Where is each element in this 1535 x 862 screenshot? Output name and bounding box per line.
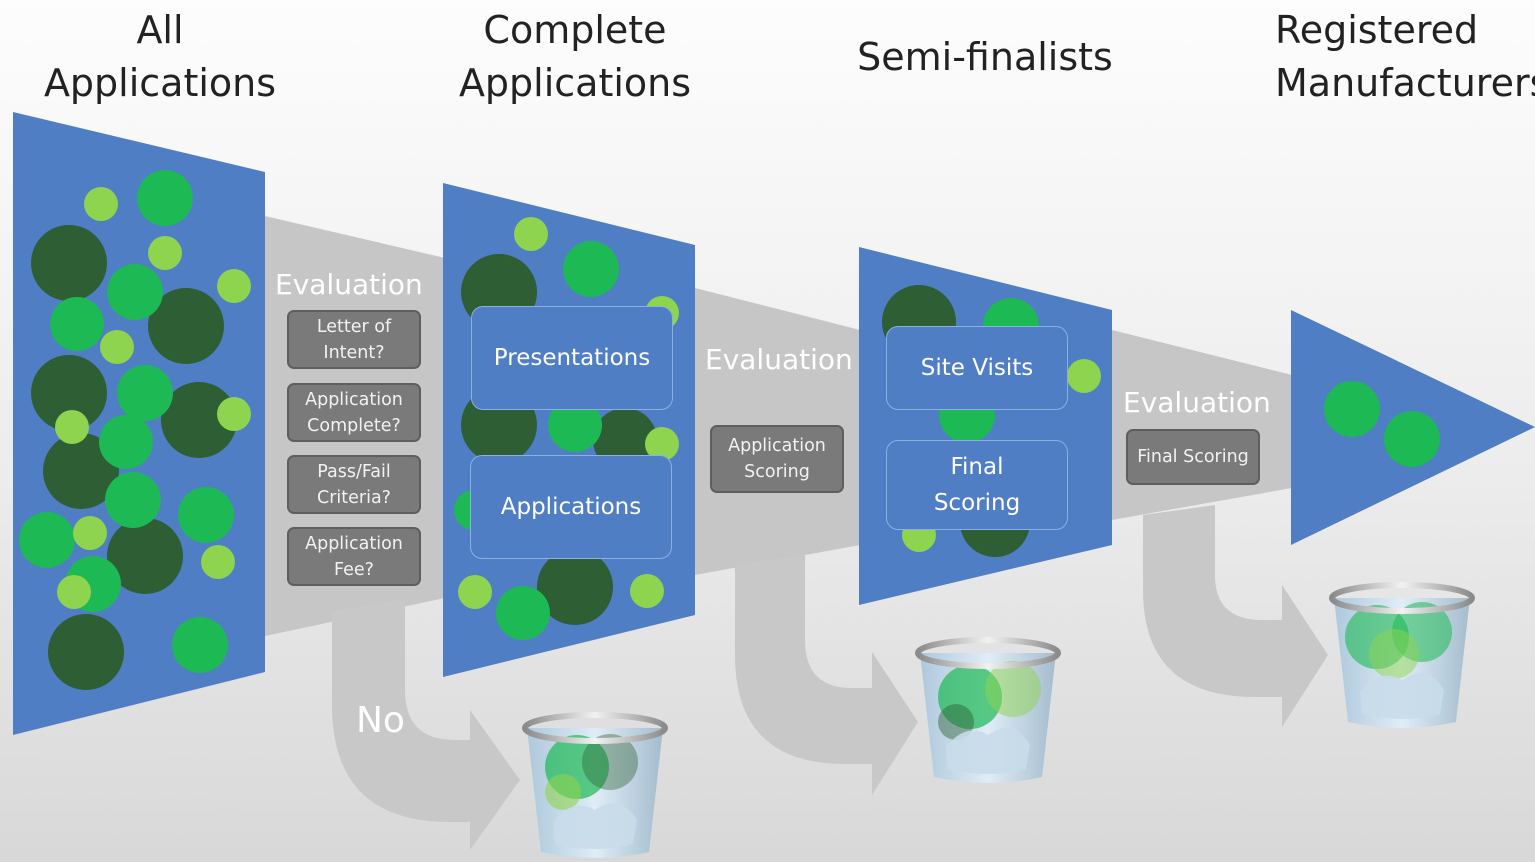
step-site-visits: Site Visits xyxy=(886,326,1068,410)
criteria-final-scoring: Final Scoring xyxy=(1126,429,1260,485)
evaluation-label-2: Evaluation xyxy=(705,343,853,376)
recycle-bin-icon xyxy=(1329,582,1475,728)
recycle-bin-icon xyxy=(915,637,1061,783)
reject-arrow-2 xyxy=(735,555,918,795)
recycle-bin-icon xyxy=(522,712,668,858)
evaluation-label-3: Evaluation xyxy=(1123,386,1271,419)
evaluation-label-1: Evaluation xyxy=(275,268,423,301)
stage-title-semi-finalists: Semi-finalists xyxy=(855,31,1115,84)
reject-arrow-1 xyxy=(332,598,520,850)
applicant-bubbles-final xyxy=(1324,381,1440,467)
stage-title-line: Semi-finalists xyxy=(857,35,1113,79)
reject-arrow-3 xyxy=(1143,505,1328,727)
reject-label-no: No xyxy=(356,700,405,741)
flow-band-3 xyxy=(1112,330,1292,520)
step-applications: Applications xyxy=(470,455,672,559)
applicant-bubbles-all xyxy=(19,170,251,690)
step-presentations: Presentations xyxy=(471,306,673,410)
